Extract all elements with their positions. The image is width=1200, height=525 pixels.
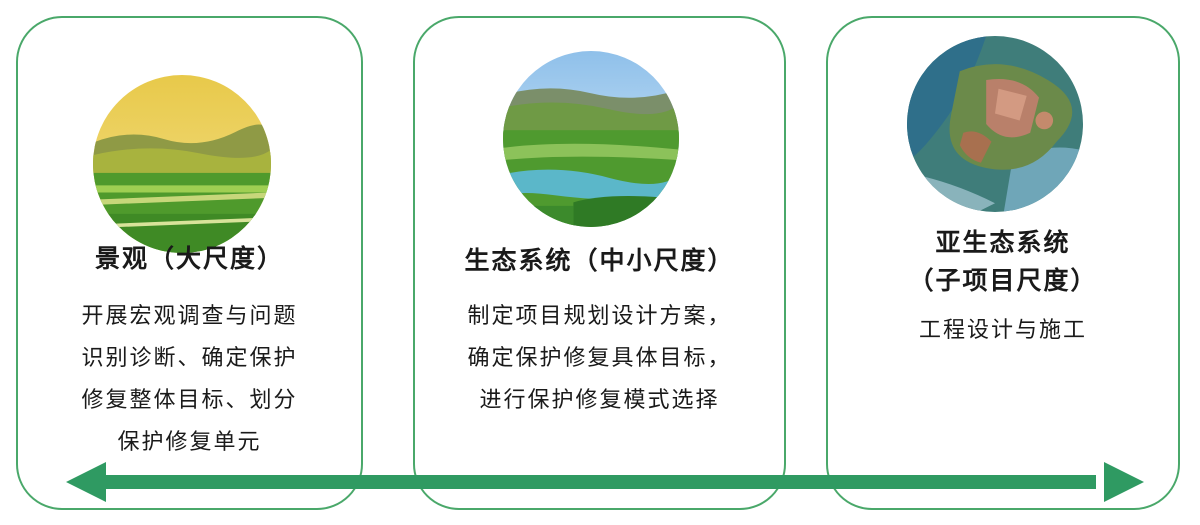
card-description: 开展宏观调查与问题 识别诊断、确定保护 修复整体目标、划分 保护修复单元: [18, 296, 361, 464]
description-line: 确定保护修复具体目标，: [467, 346, 732, 371]
description-line: 进行保护修复模式选择: [479, 388, 720, 413]
scale-card-sub-ecosystem: 亚生态系统 （子项目尺度） 工程设计与施工: [826, 16, 1180, 510]
description-line: 开展宏观调查与问题: [81, 304, 298, 329]
card-title-line: 亚生态系统: [935, 228, 1071, 257]
description-line: 识别诊断、确定保护: [81, 346, 298, 371]
card-description: 制定项目规划设计方案， 确定保护修复具体目标， 进行保护修复模式选择: [415, 296, 784, 422]
description-line: 保护修复单元: [117, 430, 262, 455]
scale-card-ecosystem: 生态系统（中小尺度） 制定项目规划设计方案， 确定保护修复具体目标， 进行保护修…: [413, 16, 786, 510]
card-title: 亚生态系统 （子项目尺度）: [828, 224, 1178, 300]
description-line: 工程设计与施工: [918, 318, 1087, 343]
description-line: 修复整体目标、划分: [81, 388, 298, 413]
card-title: 生态系统（中小尺度）: [464, 246, 735, 275]
scale-card-landscape: 景观（大尺度） 开展宏观调查与问题 识别诊断、确定保护 修复整体目标、划分 保护…: [16, 16, 363, 510]
river-valley-ecosystem-image: [503, 51, 679, 227]
card-title-line: （子项目尺度）: [908, 266, 1098, 295]
grassland-landscape-image: [93, 75, 271, 253]
description-line: 制定项目规划设计方案，: [467, 304, 732, 329]
card-title: 景观（大尺度）: [94, 244, 284, 273]
aerial-project-site-image: [907, 36, 1083, 212]
card-description: 工程设计与施工: [828, 310, 1178, 352]
